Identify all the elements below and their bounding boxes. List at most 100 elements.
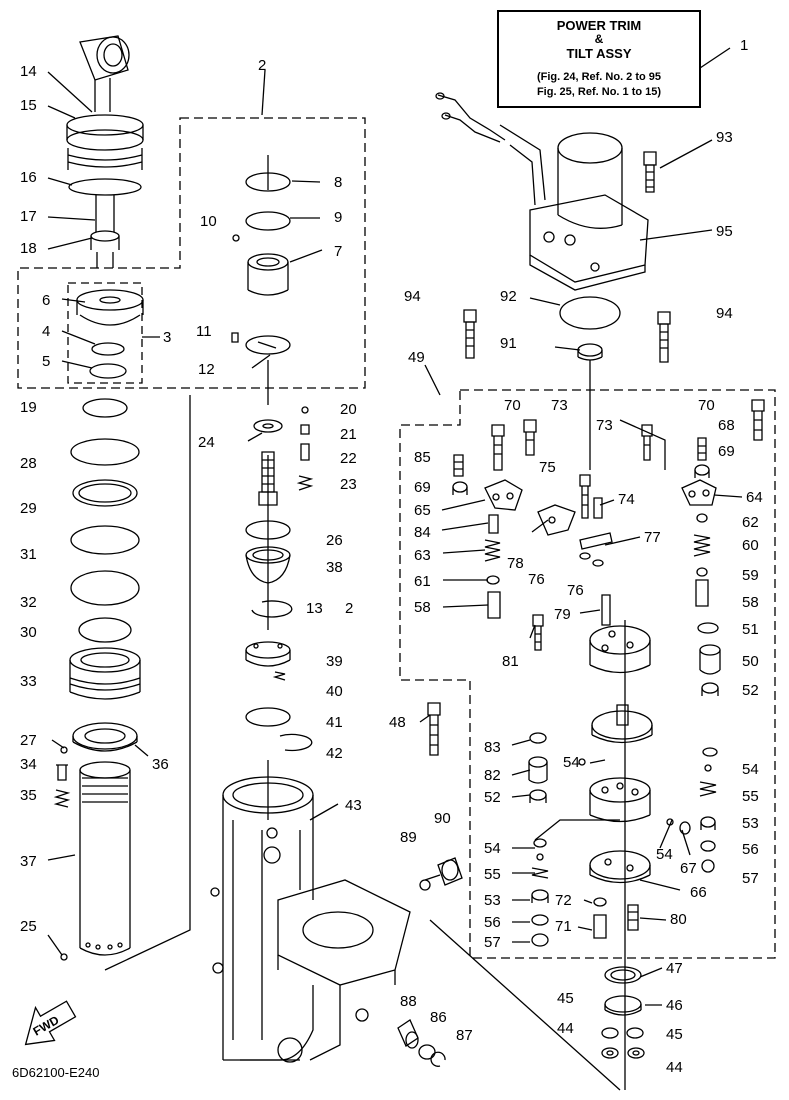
title-ref-1: (Fig. 24, Ref. No. 2 to 95 <box>536 71 662 83</box>
part-44a-washer <box>601 1047 619 1059</box>
label-54a: 54 <box>563 754 580 771</box>
part-38-cup <box>245 546 291 584</box>
label-44a: 44 <box>557 1020 574 1037</box>
leader-54d <box>659 819 673 849</box>
label-83: 83 <box>484 739 501 756</box>
part-23-spring <box>296 475 314 491</box>
part-39-piston <box>245 641 291 667</box>
label-3: 3 <box>163 329 171 346</box>
title-line-3: TILT ASSY <box>566 46 632 61</box>
label-22: 22 <box>340 450 357 467</box>
part-56b-ring <box>700 840 716 852</box>
part-57b-ring <box>701 859 715 873</box>
label-54c: 54 <box>484 840 501 857</box>
part-pump-lower-body <box>589 777 651 823</box>
label-50: 50 <box>742 653 759 670</box>
label-60: 60 <box>742 537 759 554</box>
label-35: 35 <box>20 787 37 804</box>
leader-36 <box>134 744 149 757</box>
label-76a: 76 <box>528 571 545 588</box>
leader-8 <box>291 180 321 183</box>
label-33: 33 <box>20 673 37 690</box>
part-51-ring <box>697 622 719 634</box>
axis-left-pivot <box>104 395 191 971</box>
part-25-ball <box>60 953 68 961</box>
label-52b: 52 <box>484 789 501 806</box>
leader-15 <box>47 105 76 119</box>
label-91: 91 <box>500 335 517 352</box>
label-24: 24 <box>198 434 215 451</box>
label-38: 38 <box>326 559 343 576</box>
part-82-valve <box>528 756 548 784</box>
leader-66 <box>639 879 681 891</box>
part-28-ring <box>70 438 140 466</box>
leader-48 <box>419 714 431 723</box>
part-54c-cap <box>533 838 547 848</box>
leader-14 <box>47 71 93 113</box>
part-53b-cap <box>700 816 716 830</box>
leader-71 <box>577 926 593 931</box>
axis-89-90 <box>424 874 441 881</box>
label-95: 95 <box>716 223 733 240</box>
part-30-ring <box>78 617 132 643</box>
part-68-pin <box>697 437 707 461</box>
part-56a-ring <box>531 914 549 926</box>
part-76a-washer <box>579 552 591 560</box>
part-94b-bolt <box>657 311 671 363</box>
part-74-bolt <box>593 497 603 519</box>
label-16: 16 <box>20 169 37 186</box>
part-37-cylinder <box>79 761 131 956</box>
part-18-collar-side <box>90 236 120 250</box>
label-34: 34 <box>20 756 37 773</box>
part-43-housing <box>210 776 411 1063</box>
label-4: 4 <box>42 323 50 340</box>
leader-63 <box>442 549 486 554</box>
part-44b-washer <box>627 1047 645 1059</box>
part-61-ball <box>486 575 500 585</box>
leader-65 <box>441 499 486 511</box>
part-52a-cap <box>701 682 719 696</box>
label-61: 61 <box>414 573 431 590</box>
label-15: 15 <box>20 97 37 114</box>
leader-91 <box>554 346 581 351</box>
label-2: 2 <box>258 57 266 74</box>
subassembly-49-boundary <box>399 389 776 959</box>
part-85-pin <box>453 454 464 477</box>
label-57a: 57 <box>484 934 501 951</box>
label-21: 21 <box>340 426 357 443</box>
label-17: 17 <box>20 208 37 225</box>
leader-24 <box>247 432 263 442</box>
part-84-pin <box>488 514 499 534</box>
label-40: 40 <box>326 683 343 700</box>
label-1: 1 <box>740 37 748 54</box>
label-19: 19 <box>20 399 37 416</box>
leader-72 <box>583 899 593 904</box>
label-65: 65 <box>414 502 431 519</box>
leader-52b <box>511 794 531 798</box>
leader-79 <box>579 609 601 614</box>
part-57a-ring <box>531 933 549 947</box>
label-54d: 54 <box>656 846 673 863</box>
part-73b-bolt <box>641 424 653 461</box>
part-main-pump-body <box>589 625 651 674</box>
label-53a: 53 <box>484 892 501 909</box>
part-31-ring <box>70 525 140 555</box>
label-72: 72 <box>555 892 572 909</box>
leader-84 <box>441 522 489 531</box>
subassembly-2-boundary <box>17 117 366 389</box>
part-40-spring <box>272 671 286 681</box>
part-17-rod <box>95 195 115 232</box>
part-4-ring <box>91 342 125 356</box>
part-80-bolt <box>627 904 639 931</box>
label-52a: 52 <box>742 682 759 699</box>
part-36-washer <box>72 722 138 752</box>
label-58b: 58 <box>742 594 759 611</box>
label-81: 81 <box>502 653 519 670</box>
label-92: 92 <box>500 288 517 305</box>
label-10: 10 <box>200 213 217 230</box>
part-69a-nut <box>452 481 468 495</box>
part-42-ring <box>279 733 313 752</box>
label-7: 7 <box>334 243 342 260</box>
part-58b-valve <box>695 579 709 607</box>
part-47-seal <box>604 966 642 984</box>
